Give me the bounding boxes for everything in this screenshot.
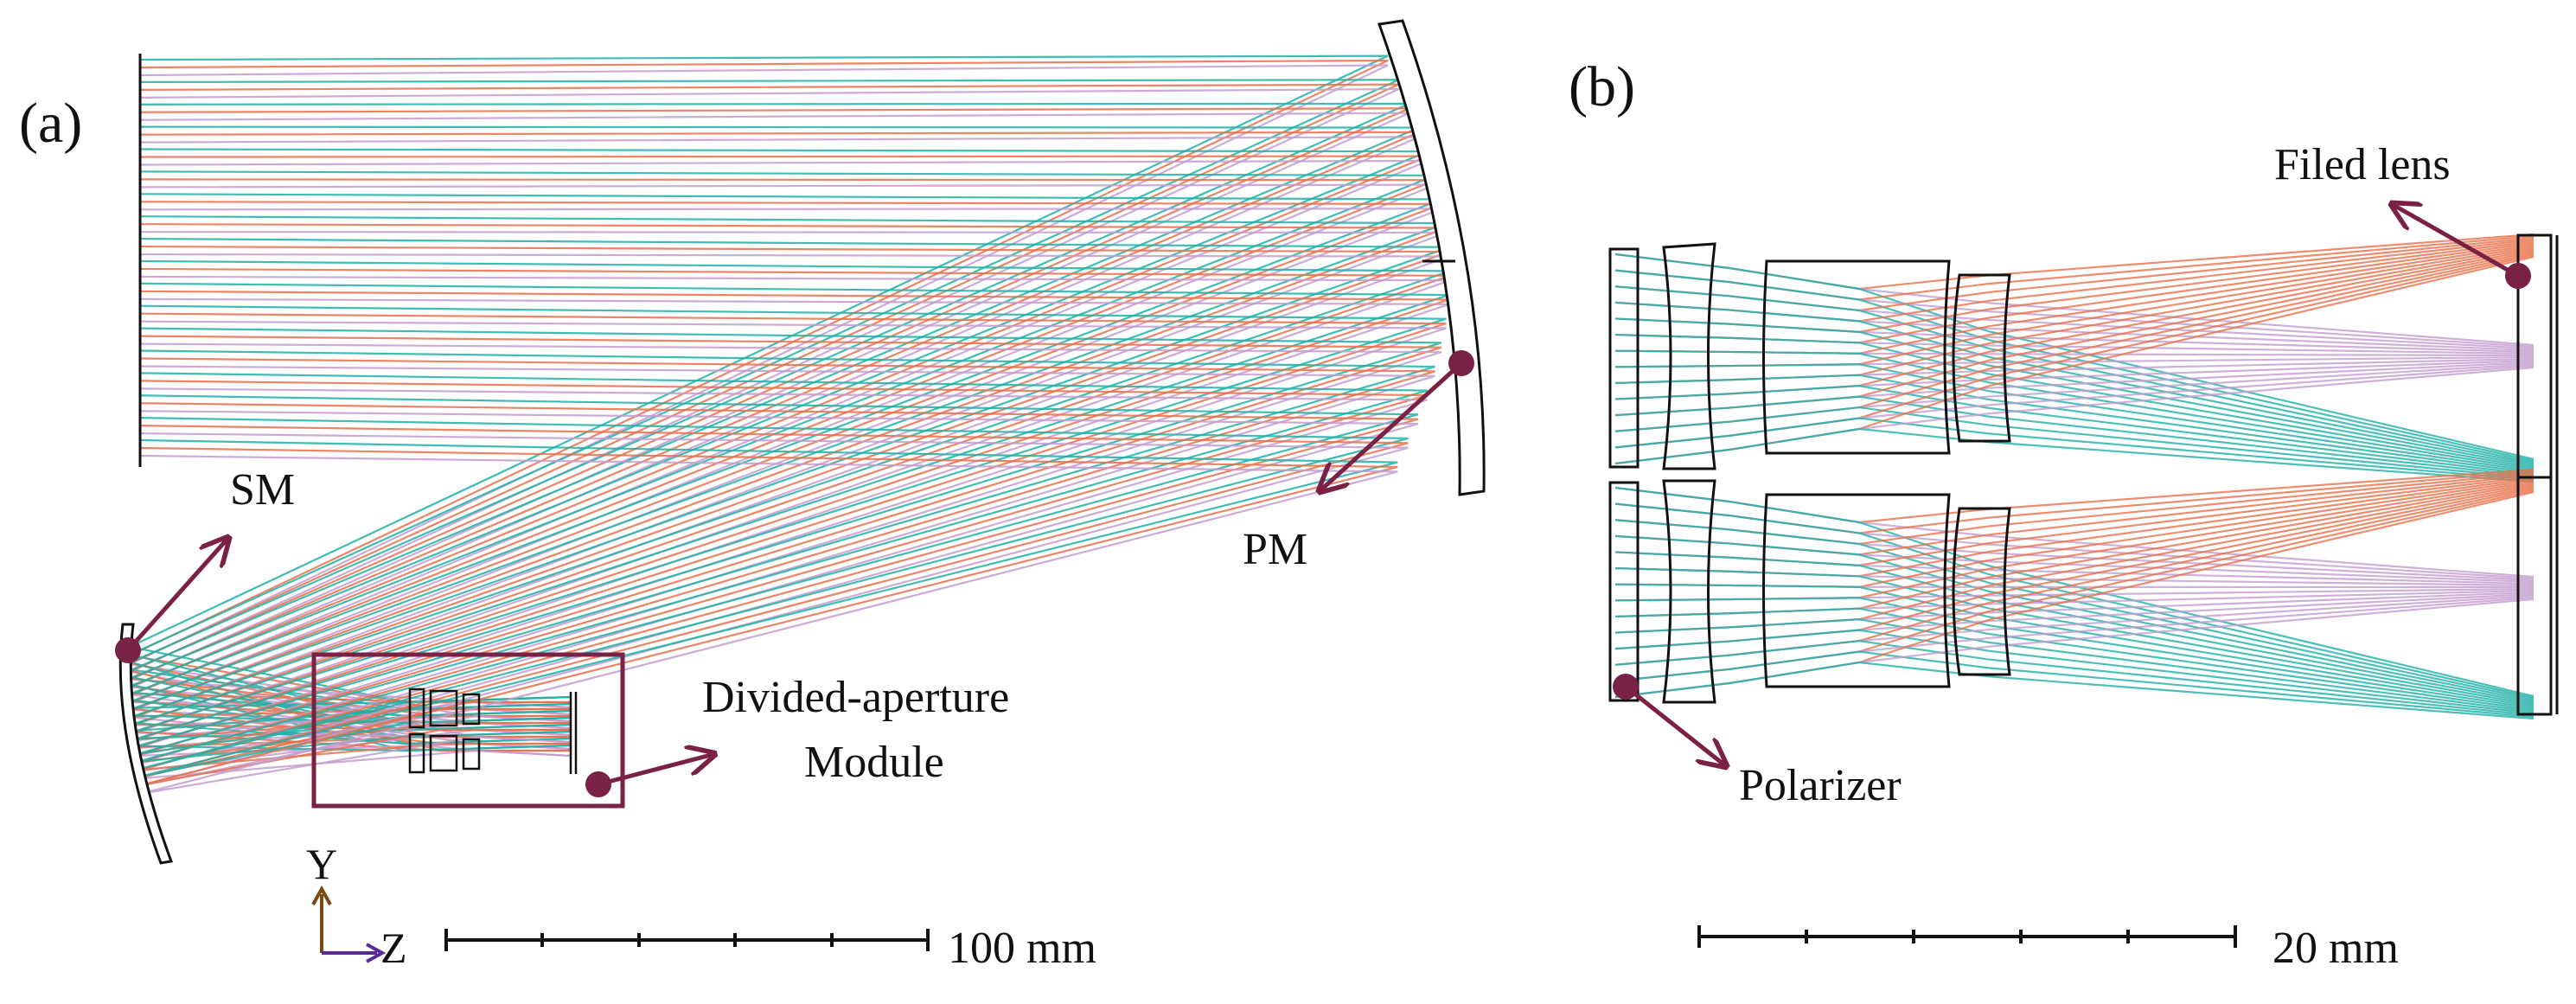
pointer-arrow xyxy=(1320,361,1463,491)
ray-path xyxy=(1614,661,2534,720)
scale-bar-b-label: 20 mm xyxy=(2272,924,2399,973)
field-lens-label: Filed lens xyxy=(2274,140,2451,189)
polarizer-plates xyxy=(1608,247,1640,702)
pointer-arrow xyxy=(126,538,228,652)
pointer-arrow xyxy=(1624,685,1726,766)
pointer-arrow xyxy=(2392,204,2520,278)
pointer-arrow xyxy=(598,754,714,787)
ray-path xyxy=(1614,519,2534,701)
z-axis-arrowhead xyxy=(366,943,387,963)
ray-path xyxy=(1614,395,2534,478)
ray-path xyxy=(1614,349,2534,471)
pointer-polarizer xyxy=(1613,674,1726,766)
ray-path xyxy=(134,237,1450,709)
coordinate-axes: Y Z xyxy=(306,840,407,972)
ray-path xyxy=(1614,333,2534,470)
panel-b-ray-fan xyxy=(1614,233,2534,720)
field-lens-plates xyxy=(2516,233,2559,716)
ray-path xyxy=(1614,385,2534,476)
ray-path xyxy=(1614,502,2534,700)
polarizer-label: Polarizer xyxy=(1739,761,1902,810)
lens-group-1 xyxy=(1662,242,1716,704)
y-axis-label: Y xyxy=(306,840,337,888)
pointer-field-lens xyxy=(2392,204,2531,289)
ray-path xyxy=(1614,597,2534,710)
pointer-pm xyxy=(1320,350,1474,491)
panel-b-tag: (b) xyxy=(1569,55,1635,118)
module-label-line2: Module xyxy=(804,738,944,787)
panel-a: (a) SM PM Divided-aperture Module Y Z 10… xyxy=(19,19,1486,973)
scale-bar-a-label: 100 mm xyxy=(948,924,1096,973)
ray-path xyxy=(1614,363,2534,473)
scale-bar-a xyxy=(444,929,930,951)
pointer-module xyxy=(585,754,714,797)
scale-bar-b xyxy=(1697,925,2237,948)
ray-path xyxy=(1614,417,2534,482)
pm-label: PM xyxy=(1243,525,1307,574)
ray-path xyxy=(1614,566,2534,707)
lens-group-2 xyxy=(1762,259,1951,688)
lens-group-3 xyxy=(1952,273,2011,676)
pointer-sm xyxy=(115,538,228,663)
ray-path xyxy=(1614,534,2534,703)
ray-path xyxy=(1614,551,2534,705)
module-label-line1: Divided-aperture xyxy=(702,673,1009,722)
ray-path xyxy=(1614,374,2534,475)
ray-path xyxy=(1614,618,2534,713)
ray-path xyxy=(1614,406,2534,480)
ray-path xyxy=(1614,427,2534,483)
ray-path xyxy=(126,54,1389,704)
ray-path xyxy=(1614,639,2534,717)
ray-path xyxy=(1614,486,2534,698)
ray-path xyxy=(1614,629,2534,715)
ray-path xyxy=(1614,650,2534,719)
panel-b: (b) Filed lens Polarizer 20 mm xyxy=(1569,55,2559,973)
module-lens-stack xyxy=(408,687,578,774)
y-axis-arrowhead xyxy=(311,885,332,905)
primary-mirror xyxy=(1377,19,1486,496)
sm-label: SM xyxy=(230,465,295,515)
panel-a-tag: (a) xyxy=(19,92,82,155)
z-axis-label: Z xyxy=(380,924,407,972)
module-box xyxy=(311,652,625,809)
ray-path xyxy=(1614,607,2534,712)
ray-path xyxy=(1614,583,2534,708)
